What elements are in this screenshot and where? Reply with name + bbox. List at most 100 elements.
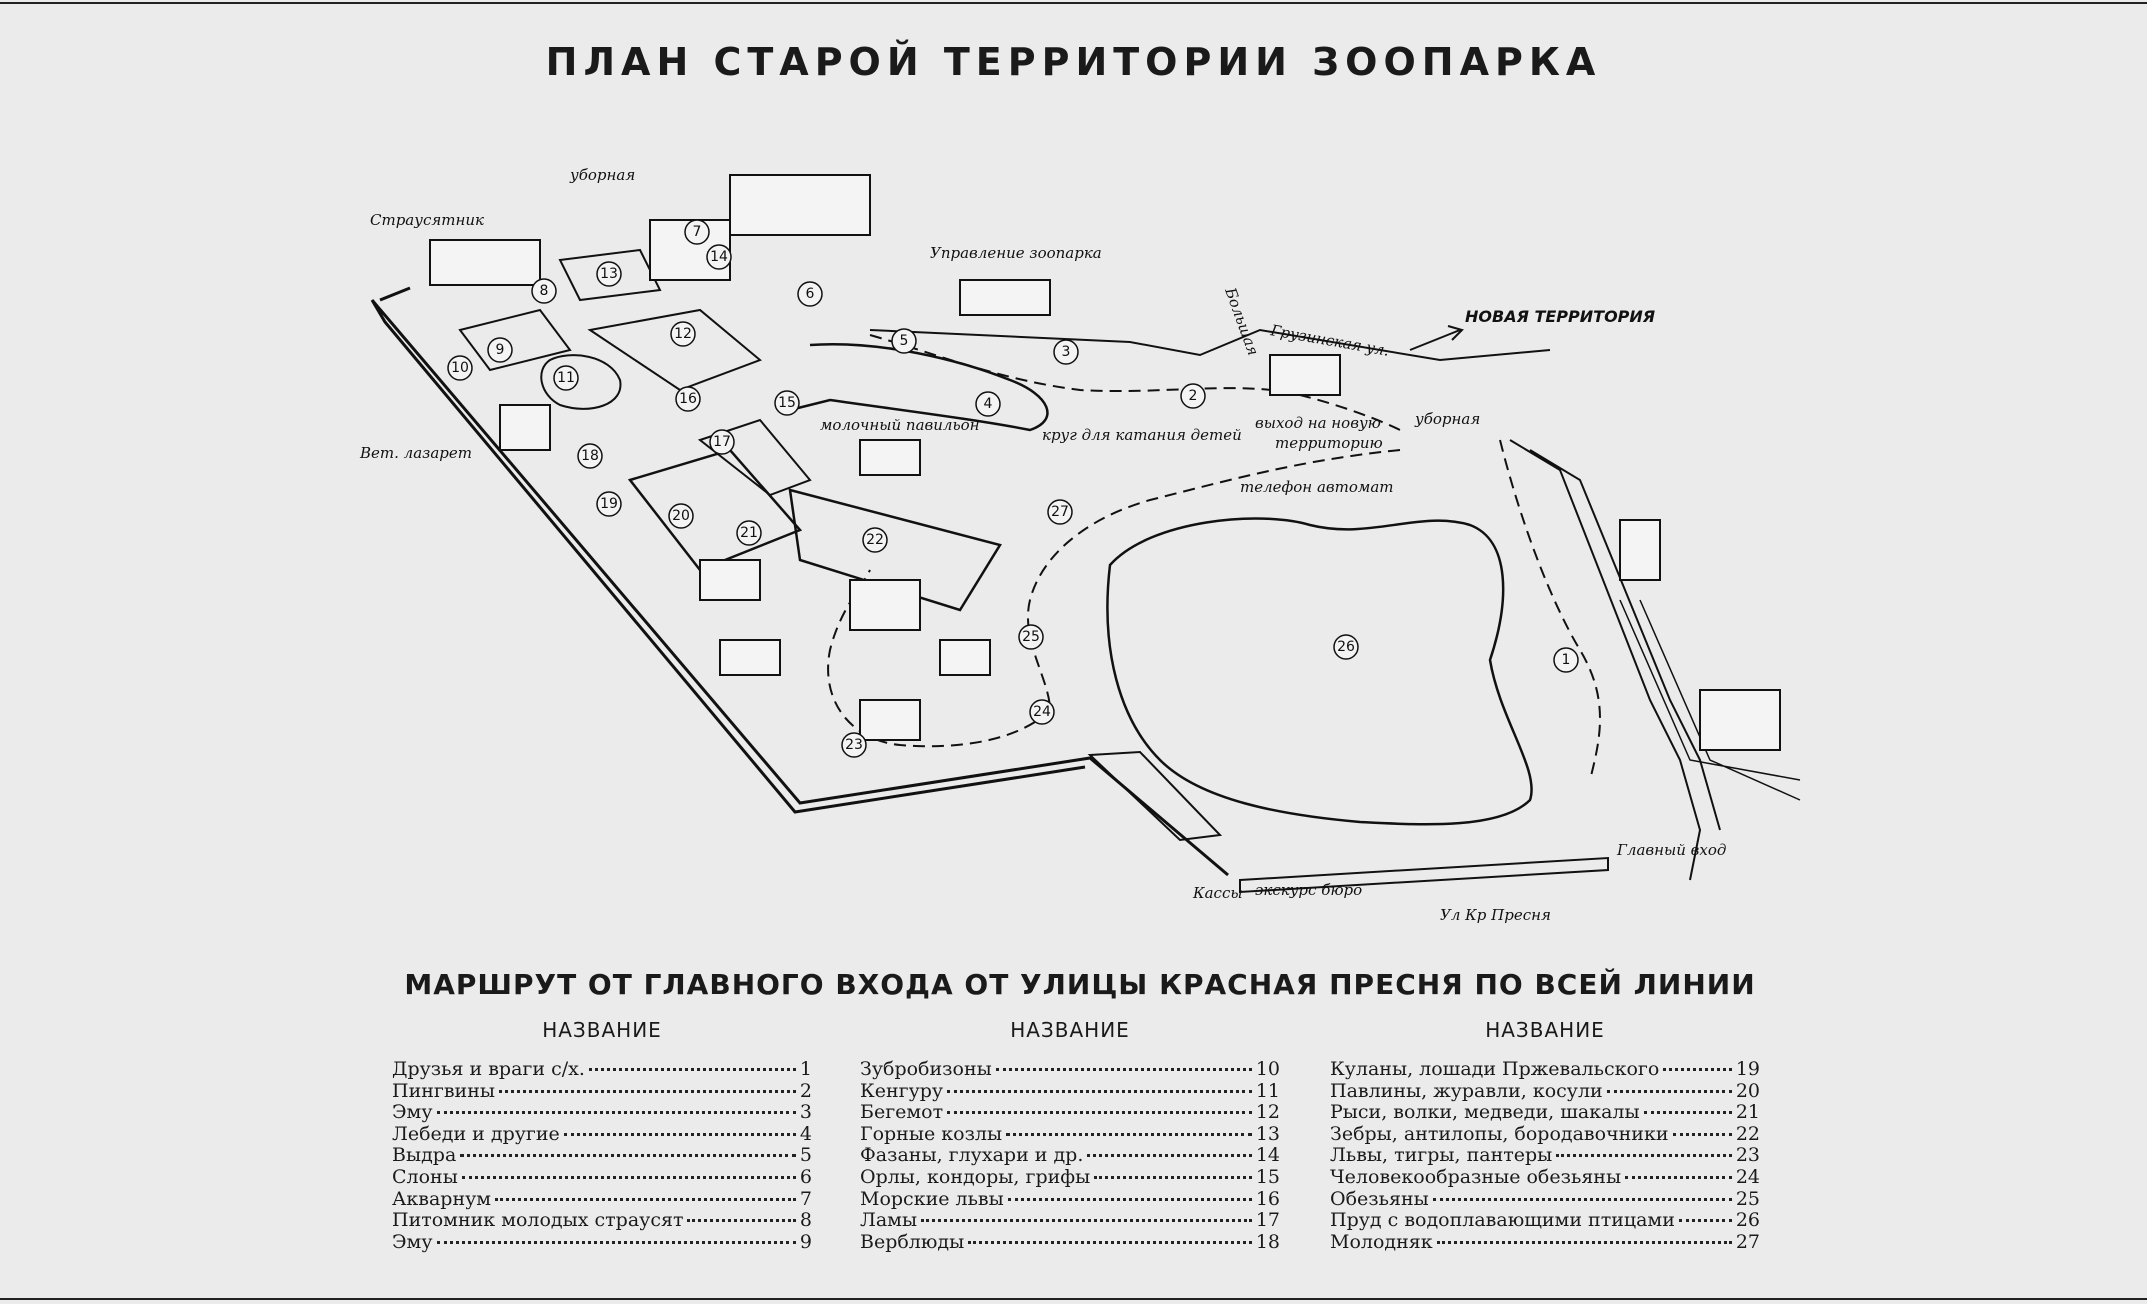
legend-number: 25 (1735, 1187, 1760, 1210)
marker-circle-24 (1029, 699, 1055, 725)
building-east-1 (1619, 519, 1661, 581)
column-header: НАЗВАНИЕ (1010, 1018, 1130, 1042)
marker-circle-3 (1053, 339, 1079, 365)
territory-boundary (370, 286, 1229, 877)
leader-dots (1006, 1132, 1252, 1136)
marker-circle-16 (675, 386, 701, 412)
marker-circle-5 (891, 328, 917, 354)
marker-number-8: 8 (540, 283, 549, 299)
legend-name: Ламы (860, 1209, 918, 1232)
leader-dots (460, 1154, 796, 1158)
marker-circle-11 (553, 365, 579, 391)
leader-dots (1432, 1197, 1732, 1201)
legend-number: 6 (799, 1165, 812, 1188)
leader-dots (687, 1219, 796, 1223)
legend-name: Слоны (392, 1165, 458, 1188)
marker-circle-12 (670, 321, 696, 347)
legend-number: 10 (1255, 1058, 1280, 1080)
label-presnya: Ул Кр Пресня (1440, 906, 1551, 924)
label-milk-pavilion: молочный павильон (820, 416, 980, 434)
label-toilet-top: уборная (569, 166, 635, 184)
marker-number-13: 13 (600, 266, 618, 282)
building-admin-2 (959, 279, 1051, 316)
marker-circle-10 (447, 355, 473, 381)
column-header: НАЗВАНИЕ (1485, 1018, 1605, 1042)
legend-name: Зебры, антилопы, бородавочники (1330, 1122, 1669, 1145)
label-phone: телефон автомат (1240, 478, 1393, 496)
legend-name: Выдра (392, 1144, 457, 1167)
marker-number-5: 5 (900, 333, 909, 349)
leader-dots (563, 1132, 796, 1136)
leader-dots (1094, 1175, 1252, 1179)
marker-number-9: 9 (496, 342, 505, 358)
marker-number-22: 22 (866, 532, 884, 548)
marker-number-24: 24 (1033, 704, 1051, 720)
legend-row: Обезьяны 25 (1330, 1188, 1760, 1210)
legend-name: Куланы, лошади Пржевальского (1330, 1058, 1660, 1080)
legend-number: 5 (799, 1144, 812, 1167)
enclosure-13 (558, 248, 662, 302)
label-kids-circle: круг для катания детей (1042, 426, 1242, 444)
zoo-map: Страусятник уборная Управление зоопарка … (359, 166, 1801, 924)
legend-name: Обезьяны (1330, 1187, 1429, 1210)
legend-row: Фазаны, глухари и др.14 (860, 1144, 1280, 1166)
marker-circle-19 (596, 491, 622, 517)
east-street (1509, 439, 1721, 881)
label-new-territory: НОВАЯ ТЕРРИТОРИЯ (1465, 307, 1655, 326)
pond (1106, 517, 1533, 826)
marker-number-2: 2 (1189, 388, 1198, 404)
enclosure-22 (788, 488, 1002, 612)
marker-circle-26 (1333, 634, 1359, 660)
route-title: МАРШРУТ ОТ ГЛАВНОГО ВХОДА ОТ УЛИЦЫ КРАСН… (404, 968, 1756, 1001)
marker-number-17: 17 (713, 434, 731, 450)
north-road (869, 328, 1551, 362)
marker-number-18: 18 (581, 448, 599, 464)
marker-circle-1 (1553, 647, 1579, 673)
legend-number: 17 (1255, 1209, 1280, 1232)
leader-dots (921, 1219, 1252, 1223)
top-border (0, 2, 2147, 4)
marker-circle-23 (841, 732, 867, 758)
label-kassy: Кассы (1192, 884, 1243, 902)
legend-name: Бегемот (860, 1101, 944, 1124)
enclosure-17 (697, 418, 812, 497)
legend-name: Рыси, волки, медведи, шакалы (1330, 1101, 1640, 1124)
enclosure-11 (540, 354, 622, 410)
legend-name: Лебеди и другие (392, 1122, 560, 1145)
marker-number-19: 19 (600, 496, 618, 512)
legend-name: Питомник молодых страусят (392, 1209, 684, 1232)
marker-circle-21 (736, 520, 762, 546)
marker-number-27: 27 (1051, 504, 1069, 520)
leader-dots (968, 1240, 1252, 1244)
legend-number: 11 (1255, 1079, 1280, 1102)
marker-number-12: 12 (674, 326, 692, 342)
marker-number-7: 7 (693, 224, 702, 240)
legend-name: Человекообразные обезьяны (1330, 1165, 1622, 1188)
building-exit (1269, 354, 1341, 396)
legend-name: Морские львы (860, 1187, 1004, 1210)
legend-name: Молодняк (1330, 1230, 1433, 1253)
legend-row: Ламы 17 (860, 1209, 1280, 1231)
label-admin: Управление зоопарка (930, 244, 1102, 262)
legend-number: 16 (1255, 1187, 1280, 1210)
building-south-1 (699, 559, 761, 601)
legend-name: Львы, тигры, пантеры (1330, 1144, 1553, 1167)
leader-dots (1663, 1068, 1732, 1071)
label-vet: Вет. лазарет (359, 444, 472, 462)
